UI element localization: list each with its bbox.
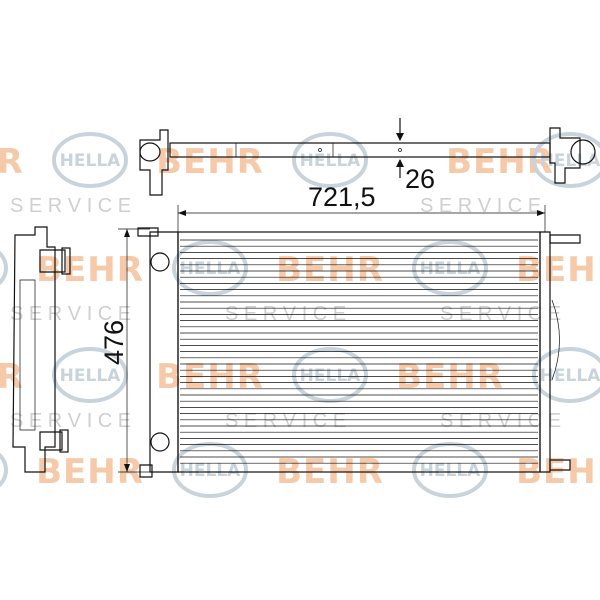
hella-logo-watermark: [532, 132, 600, 188]
hella-logo-watermark: [172, 442, 248, 498]
width-dimension: [177, 205, 546, 232]
behr-watermark-text: BEHR: [156, 357, 264, 397]
side-view: [12, 226, 71, 473]
hella-logo-watermark: [52, 347, 128, 403]
service-watermark-text: S E R V I C E: [10, 410, 131, 432]
behr-watermark-text: BEHR: [156, 142, 264, 182]
depth-dimension-label: 26: [405, 164, 435, 194]
hella-logo-watermark: [292, 132, 368, 188]
hella-watermark-text: HELLA: [420, 259, 482, 279]
service-watermark-text: S E R V I C E: [225, 410, 346, 432]
hella-logo-watermark: [532, 347, 600, 403]
service-watermark-text: S E R V I C E: [440, 303, 561, 325]
height-dimension-label: 476: [99, 320, 129, 365]
hella-logo-watermark: [172, 240, 248, 296]
hella-watermark-text: HELLA: [300, 366, 362, 386]
behr-watermark-text: BEHR: [396, 357, 504, 397]
width-dimension-label: 721,5: [308, 182, 376, 212]
behr-watermark-text: BEHR: [0, 357, 24, 397]
hella-watermark-text: HELLA: [0, 461, 1, 481]
hella-logo-watermark: [52, 132, 128, 188]
behr-watermark-text: BEHR: [0, 142, 24, 182]
hella-watermark-text: HELLA: [420, 461, 482, 481]
hella-logo-watermark: [0, 250, 8, 286]
hella-logo-watermark: [412, 442, 488, 498]
hella-watermark-text: HELLA: [540, 366, 600, 386]
height-dimension: [118, 228, 150, 473]
hella-watermark-text: HELLA: [300, 151, 362, 171]
hella-logo-watermark: [0, 452, 8, 488]
hella-logo-watermark: [412, 240, 488, 296]
service-watermark-text: S E R V I C E: [10, 195, 131, 217]
behr-watermark-text: BEHR: [516, 250, 600, 290]
watermark-layer: BEHR HELLA BEHR HELLA BEHR HELLA S E R V I C E…: [0, 132, 600, 498]
hella-watermark-text: HELLA: [0, 259, 1, 279]
hella-watermark-text: HELLA: [180, 461, 242, 481]
hella-watermark-text: HELLA: [60, 366, 122, 386]
hella-watermark-text: HELLA: [60, 151, 122, 171]
service-watermark-text: S E R V I C E: [420, 195, 541, 217]
behr-watermark-text: BEHR: [276, 250, 384, 290]
behr-watermark-text: BEHR: [36, 250, 144, 290]
top-view: [139, 118, 596, 196]
hella-watermark-text: HELLA: [180, 259, 242, 279]
service-watermark-text: S E R V I C E: [10, 303, 131, 325]
service-watermark-text: S E R V I C E: [225, 303, 346, 325]
radiator-core: [137, 227, 581, 478]
service-watermark-text: S E R V I C E: [440, 410, 561, 432]
